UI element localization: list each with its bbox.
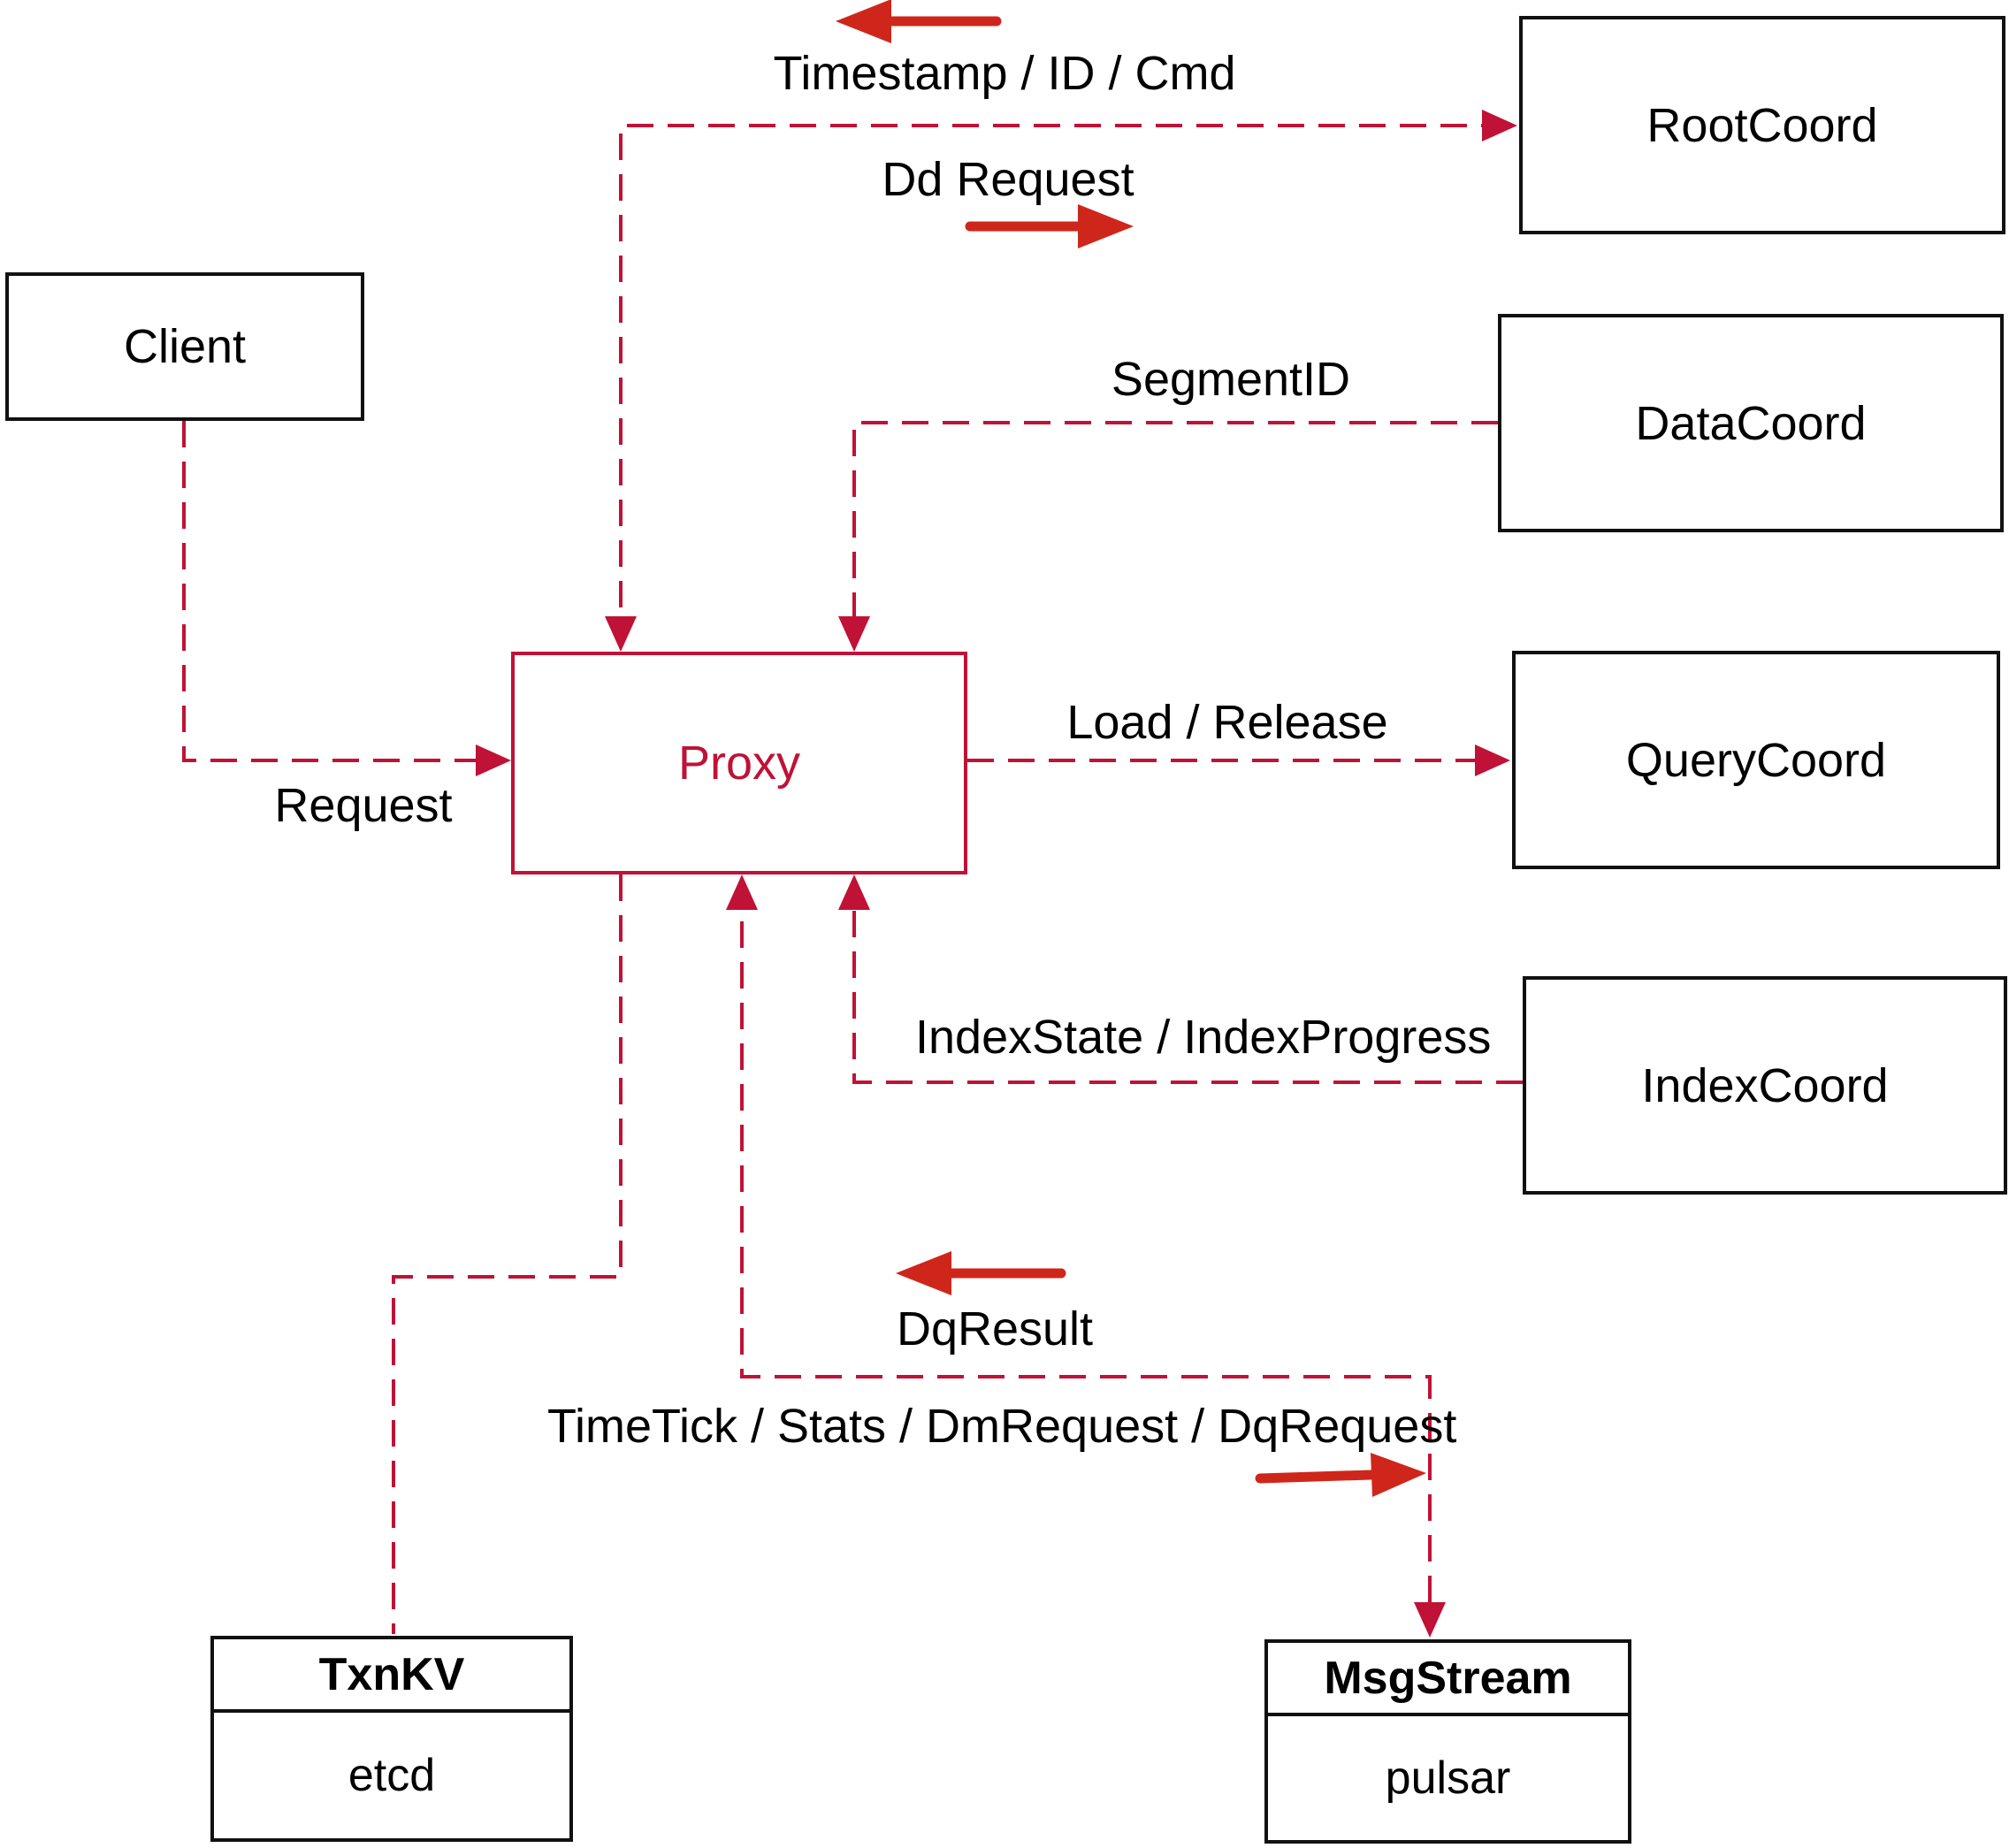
msgstream-title: MsgStream — [1268, 1643, 1628, 1716]
datacoord-label: DataCoord — [1635, 396, 1867, 450]
txnkv-title: TxnKV — [214, 1639, 569, 1713]
msgstream-node: MsgStream pulsar — [1264, 1639, 1631, 1844]
edge-label-dd-request: Dd Request — [882, 153, 1134, 206]
edge-label-load-release: Load / Release — [1066, 696, 1388, 749]
edge-proxy-rootcoord — [619, 124, 1510, 648]
indexcoord-label: IndexCoord — [1641, 1058, 1889, 1112]
edge-proxy-msgstream — [740, 881, 1432, 1630]
arrowhead-into-proxy-bottom-right-icon — [838, 874, 870, 910]
arrowhead-into-proxy-bottom-mid-icon — [726, 874, 758, 910]
msgstream-subtitle: pulsar — [1385, 1753, 1511, 1804]
querycoord-node: QueryCoord — [1512, 651, 2000, 869]
querycoord-label: QueryCoord — [1625, 733, 1887, 787]
proxy-label: Proxy — [677, 737, 801, 790]
timetick-direction-arrow-shaft — [1255, 1470, 1376, 1484]
ddrequest-direction-arrow-right-icon — [1078, 204, 1134, 248]
edge-label-request: Request — [274, 779, 453, 832]
edge-label-dq-result: DqResult — [896, 1302, 1094, 1355]
edge-label-time-tick: TimeTick / Stats / DmRequest / DqRequest — [547, 1400, 1457, 1453]
edge-client-proxy — [182, 421, 504, 762]
txnkv-node: TxnKV etcd — [210, 1636, 573, 1842]
edge-label-segment-id: SegmentID — [1111, 353, 1351, 406]
timestamp-direction-arrow-left-icon — [836, 0, 891, 43]
edge-datacoord-proxy — [852, 421, 1498, 645]
arrowhead-into-proxy-top-left-icon — [605, 616, 637, 652]
arrowhead-into-rootcoord-icon — [1482, 110, 1517, 141]
indexcoord-node: IndexCoord — [1523, 976, 2007, 1195]
edge-label-timestamp-id-cmd: Timestamp / ID / Cmd — [773, 47, 1236, 100]
dqresult-direction-arrow-left-icon — [896, 1251, 951, 1295]
arrowhead-into-querycoord-icon — [1475, 745, 1510, 776]
edge-label-index-state: IndexState / IndexProgress — [915, 1011, 1492, 1064]
rootcoord-node: RootCoord — [1519, 16, 2005, 234]
timetick-direction-arrow-right-icon — [1371, 1453, 1426, 1497]
proxy-node: Proxy — [511, 652, 967, 874]
client-label: Client — [123, 320, 247, 373]
edge-indexcoord-proxy — [852, 881, 1523, 1084]
arrowhead-into-proxy-top-right-icon — [838, 616, 870, 652]
datacoord-node: DataCoord — [1498, 314, 2004, 532]
arrowhead-into-msgstream-icon — [1414, 1602, 1446, 1638]
rootcoord-label: RootCoord — [1646, 98, 1878, 152]
arrowhead-into-proxy-left-icon — [476, 745, 511, 776]
client-node: Client — [5, 272, 364, 421]
edge-proxy-txnkv — [392, 874, 623, 1634]
txnkv-subtitle: etcd — [348, 1750, 436, 1801]
